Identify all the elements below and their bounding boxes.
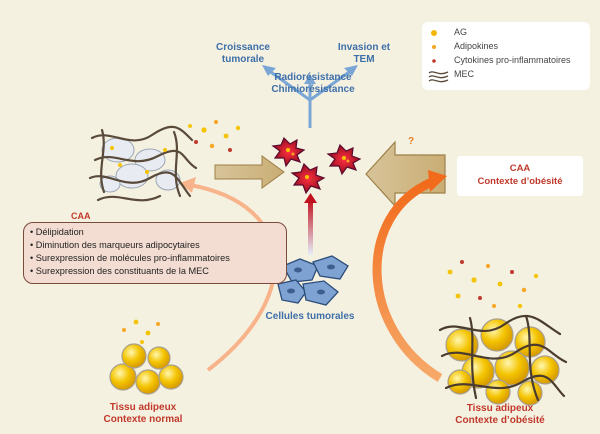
tumor-cells-icon <box>277 255 349 306</box>
legend-item: Adipokines <box>428 41 498 55</box>
caa-title: CAA <box>68 211 94 221</box>
orange-dot-icon <box>428 41 450 55</box>
normal-adipose-tissue-icon <box>109 343 184 395</box>
tumor-cells-label: Cellules tumorales <box>265 311 355 322</box>
legend-item: Cytokines pro-inflammatoires <box>428 55 571 69</box>
caa-feature: Surexpression des constituants de la MEC <box>30 265 286 278</box>
yellow-dot-icon <box>428 27 450 41</box>
wavy-lines-icon <box>428 69 450 85</box>
left-curve-arrowhead <box>180 177 196 193</box>
caa-obesity-box: CAA Contexte d’obésité <box>457 156 583 196</box>
caa-obesity-context: Contexte d’obésité <box>477 176 563 187</box>
tumor-cell <box>271 136 306 168</box>
caa-features-list: Délipidation Diminution des marqueurs ad… <box>24 223 286 278</box>
outcome-arrowheads <box>262 65 358 84</box>
obese-molecule-dots <box>447 260 539 309</box>
caa-features-box: Délipidation Diminution des marqueurs ad… <box>23 222 287 284</box>
normal-molecule-dots <box>122 319 160 344</box>
tumor-cluster-icon <box>271 136 362 195</box>
legend-label: MEC <box>454 69 474 79</box>
legend-item: MEC <box>428 69 474 83</box>
tumor-up-arrow <box>304 193 317 255</box>
caa-feature: Surexpression de molécules pro-inflammat… <box>30 252 286 265</box>
legend-item: AG <box>428 27 467 41</box>
legend: AG Adipokines Cytokines pro-inflammatoir… <box>422 22 590 90</box>
obese-adipose-tissue-icon <box>438 314 568 406</box>
legend-label: Adipokines <box>454 41 499 51</box>
right-curve-arrowhead <box>428 170 447 192</box>
caa-cells-icon <box>88 125 198 202</box>
right-curve-arrow <box>372 177 443 382</box>
caa-obesity-title: CAA <box>509 163 531 174</box>
left-flow-arrow <box>214 155 285 189</box>
question-mark: ? <box>407 136 415 147</box>
outcome-arrows <box>267 68 353 128</box>
legend-label: AG <box>454 27 468 37</box>
caa-feature: Diminution des marqueurs adipocytaires <box>30 239 286 252</box>
red-dot-icon <box>428 55 450 69</box>
legend-label: Cytokines pro-inflammatoires <box>454 55 571 65</box>
caa-feature: Délipidation <box>30 226 286 239</box>
left-molecule-dots <box>188 120 241 152</box>
